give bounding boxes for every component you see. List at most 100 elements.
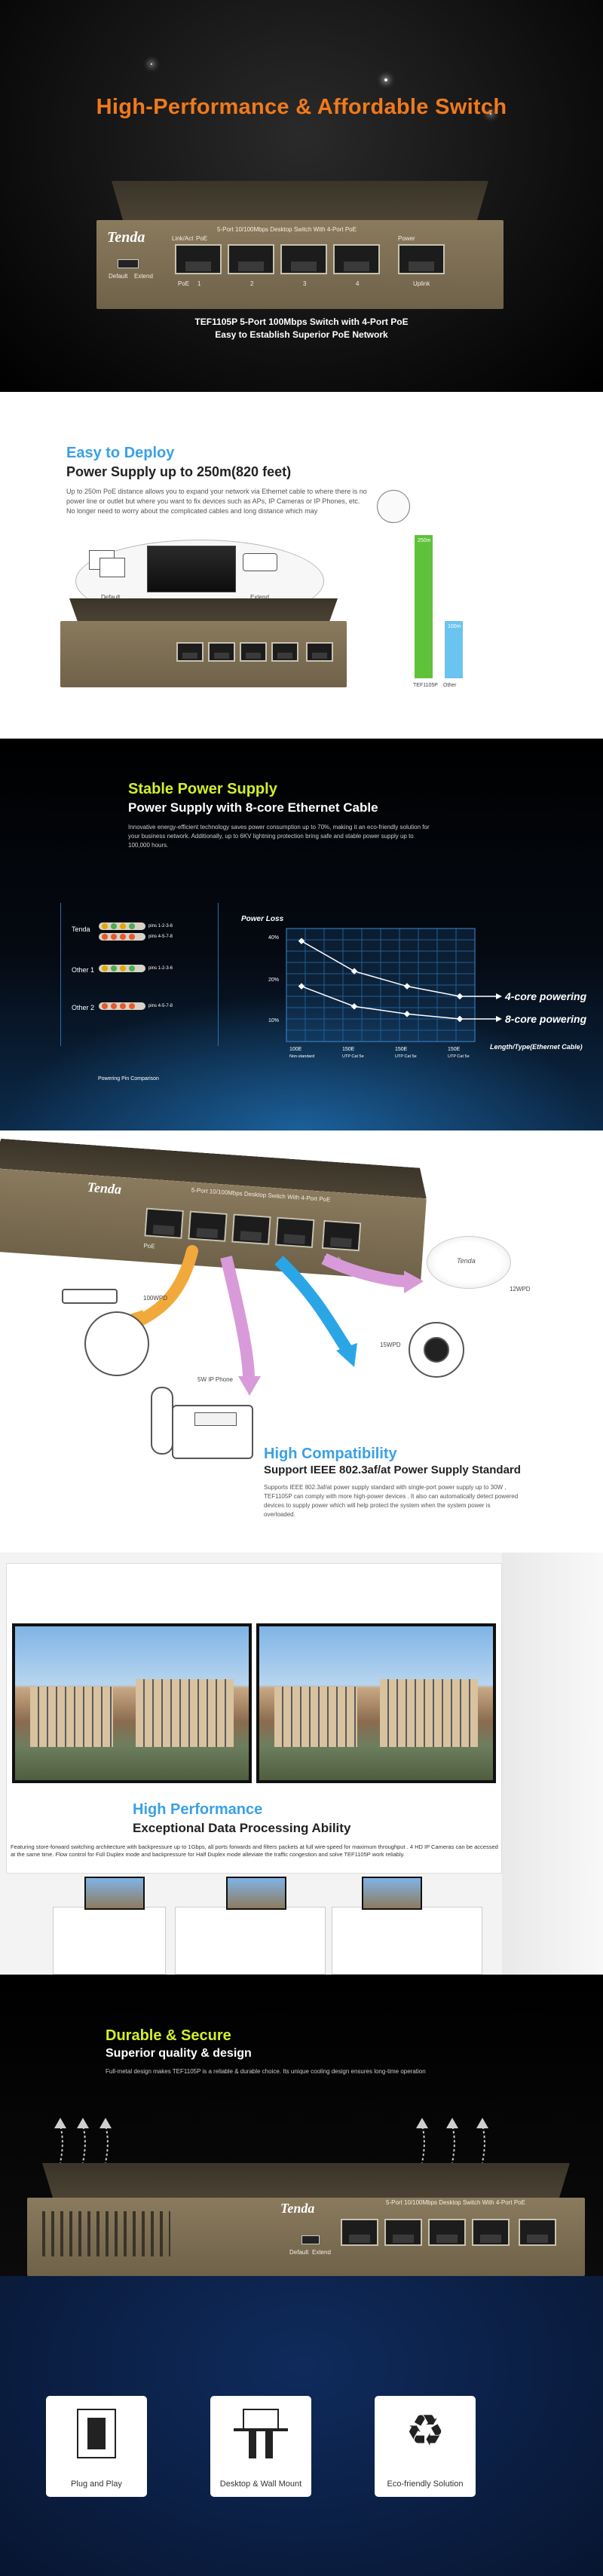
mode-switch[interactable] [302, 2235, 320, 2244]
section-subheading: Superior quality & design [106, 2047, 252, 2060]
cable-label: Other 1 [72, 966, 95, 974]
monitor-icon [226, 1877, 286, 1910]
cable-bar [99, 933, 145, 941]
mode-label: Extend [250, 594, 269, 601]
indicator-label: Power [398, 235, 415, 242]
section-body: Full-metal design makes TEF1105P is a re… [106, 2068, 426, 2075]
ethernet-port [240, 642, 267, 662]
feature-label: Plug and Play [71, 2480, 122, 2489]
ap-icon [427, 1236, 511, 1289]
cable-bar [99, 965, 145, 972]
recycle-icon: ♻ [406, 2406, 445, 2455]
indicator-label: PoE [196, 235, 208, 242]
star-sparkle [490, 113, 491, 115]
desk [53, 1907, 166, 1975]
durable-section: Durable & Secure Superior quality & desi… [0, 1975, 603, 2276]
desk [175, 1907, 326, 1975]
brand-logo: Tenda [280, 2201, 315, 2216]
series-label: 8-core powering [505, 1013, 587, 1025]
server-icon [147, 546, 236, 592]
distance-bar [415, 535, 433, 678]
computer-icon [99, 558, 125, 577]
cable-label: Tenda [72, 925, 90, 933]
feature-wall-mount: Desktop & Wall Mount [211, 2397, 311, 2496]
section-subheading: Exceptional Data Processing Ability [133, 1821, 351, 1835]
power-section: Stable Power Supply Power Supply with 8-… [0, 739, 603, 1130]
section-body: Up to 250m PoE distance allows you to ex… [66, 488, 367, 515]
camera-icon [243, 553, 277, 571]
ethernet-port [176, 642, 204, 662]
x-tick-label: Non-standard [289, 1054, 314, 1059]
y-tick-label: 10% [268, 1018, 279, 1023]
port-label: Uplink [413, 280, 430, 287]
series-arrowhead [496, 1016, 502, 1022]
port-label: 4 [356, 280, 360, 287]
performance-section: High Performance Exceptional Data Proces… [0, 1553, 603, 1975]
ethernet-port [341, 2219, 378, 2246]
feature-eco: ♻ Eco-friendly Solution [375, 2397, 475, 2496]
ap-brand: Tenda [457, 1257, 476, 1265]
ap-camera-icon [377, 490, 410, 523]
hero-caption: Easy to Establish Superior PoE Network [215, 329, 388, 340]
indicator-label: Link/Act [172, 235, 194, 242]
x-tick-label: UTP Cat 5e [448, 1054, 470, 1059]
section-body: Featuring store-forward switching archit… [11, 1843, 498, 1858]
section-heading: Stable Power Supply [128, 781, 277, 797]
section-body: Innovative energy-efficient technology s… [128, 824, 430, 849]
cable-bar [99, 1002, 145, 1010]
monitor-icon [362, 1877, 422, 1910]
x-tick-label: UTP Cat 5e [395, 1054, 417, 1059]
section-heading: High Compatibility [264, 1446, 397, 1462]
series-line [301, 985, 461, 1020]
pin-label: pins 4-5-7-8 [148, 1004, 173, 1008]
device-label: 12WPD [510, 1286, 531, 1293]
model-label: 5-Port 10/100Mbps Desktop Switch With 4-… [217, 226, 357, 233]
section-subheading: Power Supply with 8-core Ethernet Cable [128, 800, 378, 815]
x-axis-label: Length/Type(Ethernet Cable) [490, 1043, 583, 1051]
features-section: Plug and Play Desktop & Wall Mount ♻ Eco… [0, 2276, 603, 2576]
port-label: 2 [250, 280, 254, 287]
switch-device: Tenda 5-Port 10/100Mbps Desktop Switch W… [27, 2163, 585, 2276]
ip-phone-icon [151, 1387, 253, 1462]
ethernet-port [228, 244, 274, 274]
switch-device [60, 598, 347, 687]
ethernet-port [306, 642, 333, 662]
x-tick-label: 100E [289, 1047, 302, 1052]
x-tick-label: 150E [342, 1047, 355, 1052]
y-tick-label: 20% [268, 977, 279, 983]
ethernet-port [280, 244, 327, 274]
mode-label: Default [101, 594, 121, 601]
distance-bar [445, 621, 463, 678]
port-label: 3 [303, 280, 307, 287]
feature-label: Eco-friendly Solution [387, 2480, 464, 2489]
ethernet-port [519, 2219, 556, 2246]
switch-label: Extend [312, 2249, 331, 2256]
switch-label: Default [289, 2249, 309, 2256]
model-label: 5-Port 10/100Mbps Desktop Switch With 4-… [386, 2199, 525, 2206]
data-point [403, 1011, 411, 1017]
hero-section: High-Performance & Affordable Switch Ten… [0, 0, 603, 392]
ethernet-port [333, 244, 380, 274]
dome-camera-icon [395, 1316, 478, 1388]
ethernet-port [384, 2219, 422, 2246]
ptz-camera-icon [62, 1281, 151, 1379]
hero-title: High-Performance & Affordable Switch [96, 95, 507, 119]
switch-device: Tenda 5-Port 10/100Mbps Desktop Switch W… [96, 181, 504, 309]
ethernet-port [208, 642, 235, 662]
cable-label: Other 2 [72, 1004, 95, 1011]
data-point [350, 1003, 358, 1010]
series-line [301, 941, 461, 997]
ethernet-port [175, 244, 222, 274]
switch-label: Extend [134, 273, 153, 280]
ethernet-port [398, 244, 445, 274]
device-label: 5W IP Phone [197, 1376, 233, 1383]
power-loss-chart: Power Loss40%20%10%100ENon-standard150EU… [241, 915, 587, 1059]
series-label: 4-core powering [504, 990, 587, 1002]
plug-play-icon [77, 2409, 116, 2458]
device-label: 15WPD [380, 1342, 401, 1348]
section-heading: High Performance [133, 1801, 263, 1818]
ethernet-port [428, 2219, 466, 2246]
mode-switch[interactable] [118, 259, 139, 268]
bar-value: 100m [448, 624, 461, 629]
